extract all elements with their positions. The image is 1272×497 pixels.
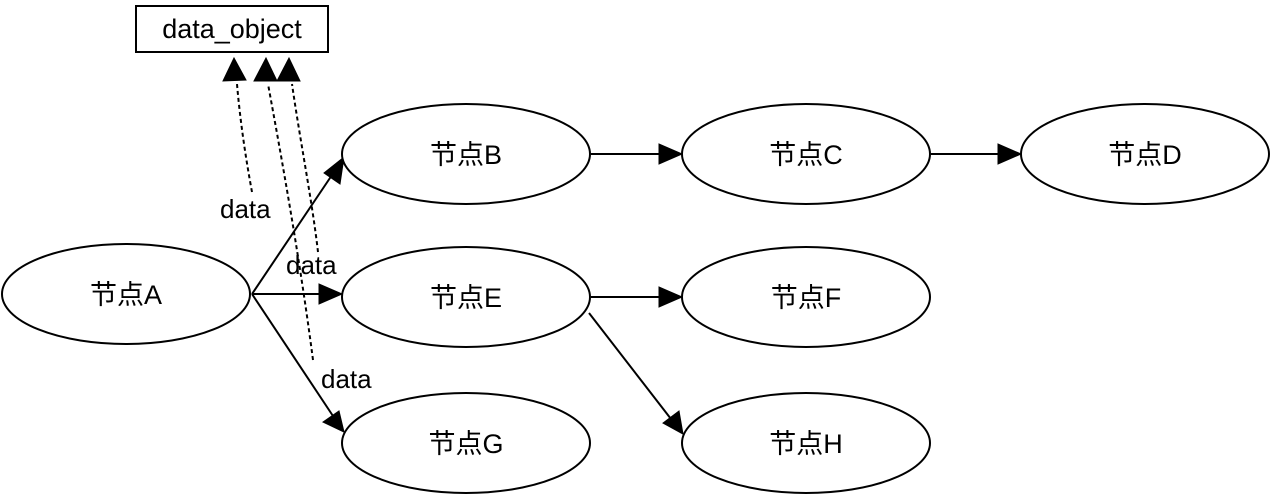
edge-a-b-arrowhead [323, 155, 345, 185]
node-d-label: 节点D [1108, 140, 1182, 170]
node-b-label: 节点B [430, 140, 502, 170]
node-h-ellipse [681, 392, 931, 494]
data-edge-1 [236, 83, 253, 193]
node-b-ellipse [341, 103, 591, 205]
edge-a-e-arrowhead [318, 283, 344, 305]
node-a-label: 节点A [90, 280, 162, 310]
node-f-ellipse [681, 246, 931, 348]
node-a-ellipse [1, 243, 251, 345]
edge-e-f-arrowhead [658, 286, 684, 308]
node-d-ellipse [1020, 103, 1270, 205]
solid-edges [251, 143, 1023, 435]
edge-a-b [251, 171, 335, 295]
node-e: 节点E [341, 246, 591, 348]
node-d: 节点D [1020, 103, 1270, 205]
node-c-label: 节点C [769, 140, 843, 170]
edge-b-c-arrowhead [658, 143, 684, 165]
edge-label-data-2: data [286, 250, 337, 280]
data-object-label: data_object [162, 14, 302, 44]
edge-label-data-1: data [220, 194, 271, 224]
node-g: 节点G [341, 392, 591, 494]
edge-e-h-arrowhead [662, 410, 684, 435]
node-c: 节点C [681, 103, 931, 205]
node-g-ellipse [341, 392, 591, 494]
data-object-box [135, 5, 329, 53]
node-h-label: 节点H [769, 429, 843, 459]
node-c-ellipse [681, 103, 931, 205]
dashed-edges [222, 56, 319, 361]
data-edge-3-arrowhead [276, 56, 301, 82]
edge-a-g-arrowhead [322, 410, 345, 433]
node-g-label: 节点G [428, 429, 503, 459]
node-f: 节点F [681, 246, 931, 348]
edge-a-g [251, 293, 334, 417]
node-data-object: data_object [135, 5, 329, 53]
node-e-label: 节点E [430, 283, 502, 313]
data-edge-2 [267, 83, 314, 361]
node-a: 节点A [1, 243, 251, 345]
node-e-ellipse [341, 246, 591, 348]
edge-e-h [588, 312, 672, 420]
data-edge-3 [291, 83, 319, 253]
node-h: 节点H [681, 392, 931, 494]
edge-c-d-arrowhead [997, 143, 1023, 165]
edge-label-data-3: data [321, 364, 372, 394]
node-f-label: 节点F [771, 283, 842, 313]
edge-labels: data data data [220, 194, 372, 394]
node-b: 节点B [341, 103, 591, 205]
data-edge-1-arrowhead [222, 56, 247, 82]
data-edge-2-arrowhead [253, 56, 278, 82]
